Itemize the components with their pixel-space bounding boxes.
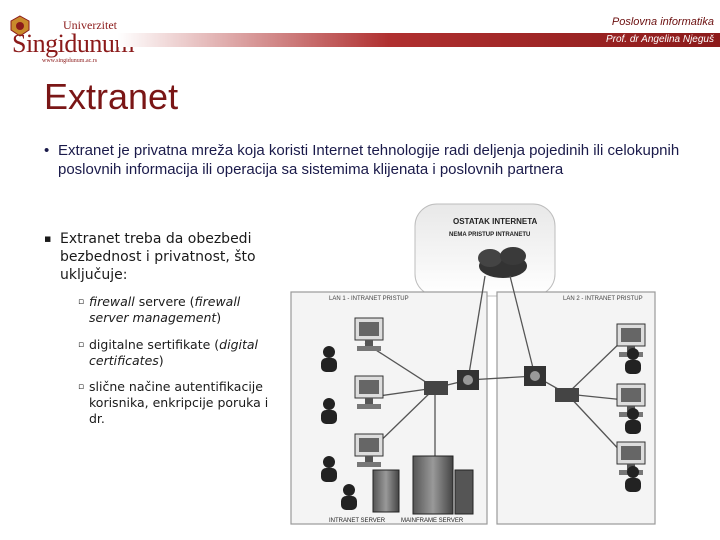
subbullet-text: firewall servere (firewall server manage…	[89, 294, 241, 325]
bullet-security-requirements: ▪ Extranet treba da obezbedi bezbednost …	[44, 230, 280, 284]
internet-sublabel: NEMA PRISTUP INTRANETU	[449, 232, 530, 238]
subbullet-marker: ▫	[78, 382, 85, 392]
workstation-icon	[354, 375, 384, 409]
user-icon	[625, 408, 641, 434]
bullet-marker: ▪	[44, 232, 52, 245]
bullet-marker: •	[44, 142, 50, 159]
router-icon	[524, 366, 546, 386]
router-icon	[457, 370, 479, 390]
bullet-text: Extranet treba da obezbedi bezbednost i …	[60, 231, 256, 283]
subbullet-marker: ▫	[78, 340, 85, 350]
switch-icon	[555, 388, 579, 402]
lan2-label: LAN 2 - INTRANET PRISTUP	[563, 296, 643, 302]
university-logo: Univerzitet Singidunum www.singidunum.ac…	[8, 14, 135, 64]
user-icon	[321, 398, 337, 424]
bullet-extranet-definition: • Extranet je privatna mreža koja korist…	[44, 141, 704, 179]
user-icon	[625, 466, 641, 492]
logo-url-text: www.singidunum.ac.rs	[42, 58, 98, 64]
user-icon	[341, 484, 357, 510]
university-seal-icon	[10, 15, 30, 37]
mainframe-server-icon	[412, 455, 474, 515]
user-icon	[321, 346, 337, 372]
internet-label: OSTATAK INTERNETA	[453, 217, 538, 226]
intranet-server-icon	[372, 469, 400, 513]
subbullet-firewall: ▫ firewall servere (firewall server mana…	[78, 294, 278, 326]
lan1-label: LAN 1 - INTRANET PRISTUP	[329, 296, 409, 302]
subbullet-marker: ▫	[78, 297, 85, 307]
mainframe-server-label: MAINFRAME SERVER	[401, 518, 464, 524]
workstation-icon	[354, 317, 384, 351]
internet-cloud-icon	[478, 247, 527, 278]
intranet-server-label: INTRANET SERVER	[329, 518, 386, 524]
switch-icon	[424, 381, 448, 395]
author-name: Prof. dr Angelina Njeguš	[605, 34, 714, 45]
subbullet-certificates: ▫ digitalne sertifikate (digital certifi…	[78, 337, 278, 369]
workstation-icon	[354, 433, 384, 467]
slide-title: Extranet	[44, 76, 179, 117]
user-icon	[321, 456, 337, 482]
subbullet-text: slične načine autentifikacije korisnika,…	[89, 379, 269, 426]
user-icon	[625, 348, 641, 374]
course-title: Poslovna informatika	[611, 16, 714, 28]
subbullet-authentication: ▫ slične načine autentifikacije korisnik…	[78, 379, 278, 427]
logo-university-text: Univerzitet	[63, 18, 117, 32]
extranet-network-diagram: OSTATAK INTERNETA NEMA PRISTUP INTRANETU…	[290, 203, 656, 525]
bullet-text: Extranet je privatna mreža koja koristi …	[58, 142, 680, 178]
subbullet-text: digitalne sertifikate (digital certifica…	[89, 337, 259, 368]
header-bar	[118, 33, 720, 47]
logo-name-text: Singidunum	[12, 29, 135, 58]
